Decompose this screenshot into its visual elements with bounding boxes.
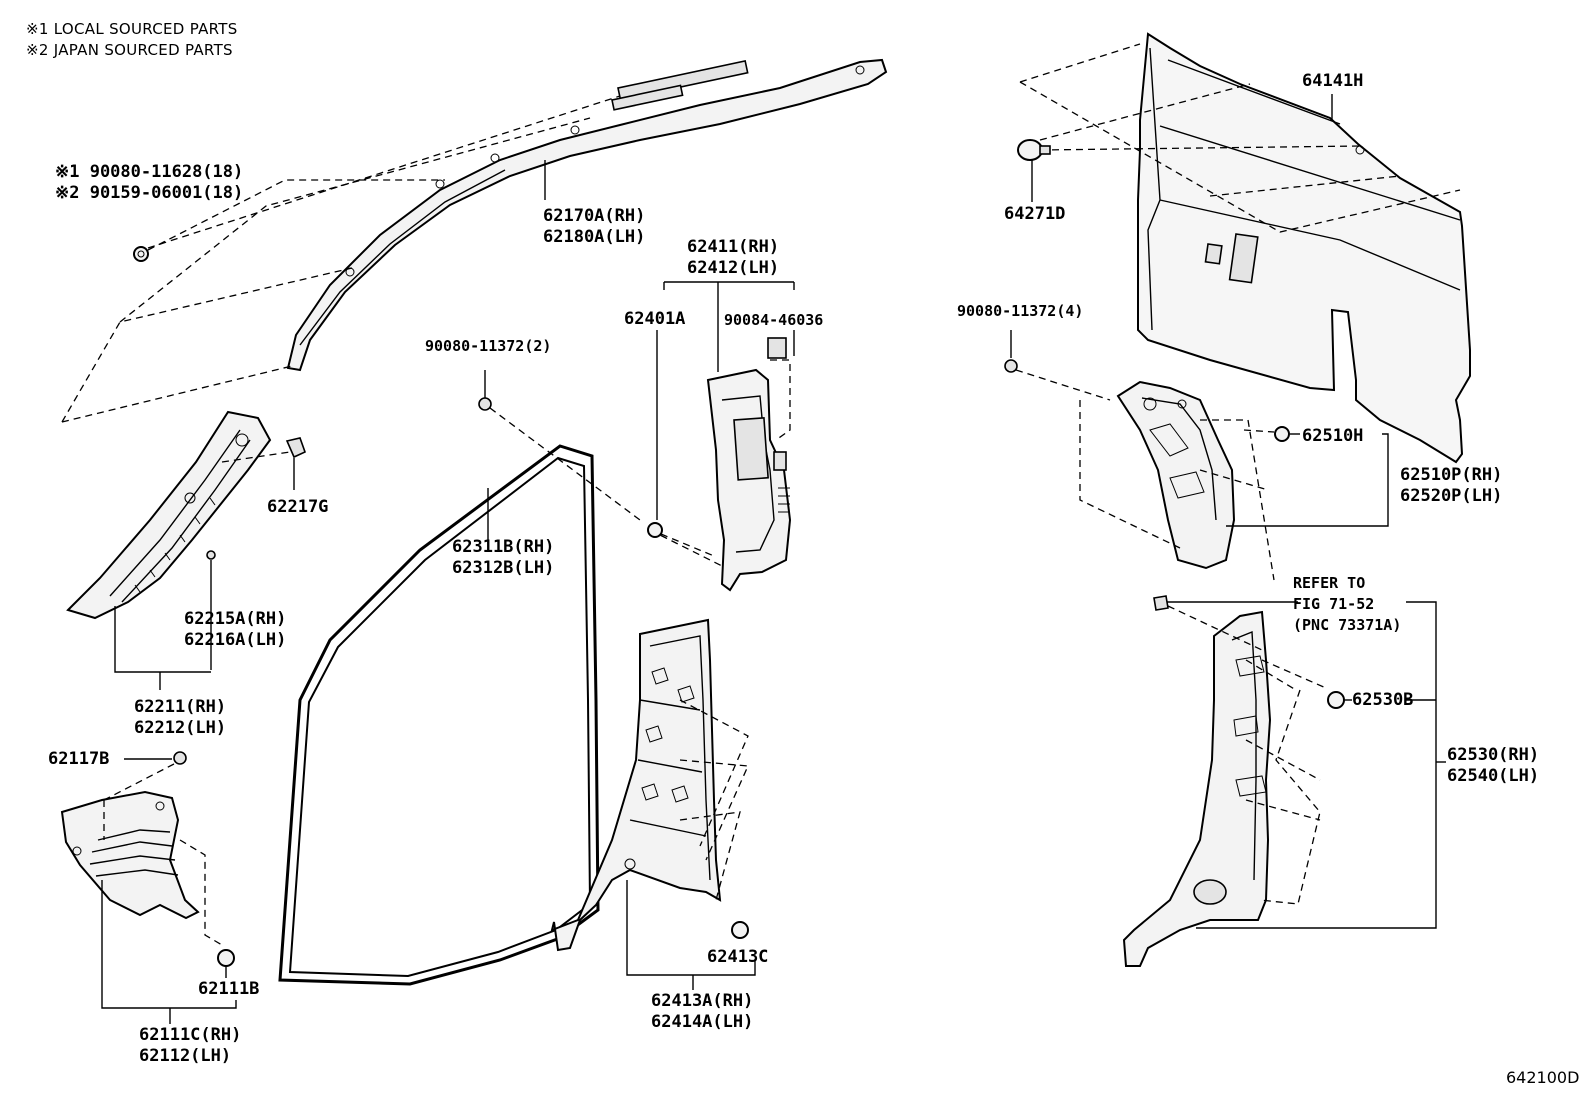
bolt-90080-11628 [133, 246, 149, 262]
note-japan-sourced: ※2 JAPAN SOURCED PARTS [26, 41, 233, 59]
clip-62111B [217, 949, 235, 967]
part-number-62401A: 62401A [624, 309, 686, 329]
figure-code: 642100D [1506, 1068, 1580, 1087]
label-90084-46036[interactable]: 90084-46036 [724, 310, 823, 331]
part-number-62413A: 62413A(RH) [651, 991, 754, 1011]
part-number-62217G: 62217G [267, 497, 329, 517]
part-number-62413C: 62413C [707, 947, 769, 967]
label-64141H[interactable]: 64141H [1302, 71, 1363, 92]
part-number-90084-46036: 90084-46036 [724, 311, 824, 329]
c-pillar-upper-garnish [1116, 380, 1236, 570]
part-number-62215A: 62215A(RH) [184, 609, 287, 629]
label-62211[interactable]: 62211(RH) 62212(LH) [134, 697, 226, 739]
part-number-62412: 62412(LH) [687, 258, 780, 278]
label-64271D[interactable]: 64271D [1004, 204, 1065, 225]
refer-pnc-text: (PNC 73371A) [1293, 616, 1402, 634]
label-62530[interactable]: 62530(RH) 62540(LH) [1447, 745, 1539, 787]
clip-64271D [1017, 139, 1051, 161]
label-62117B[interactable]: 62117B [48, 749, 109, 770]
label-62510P[interactable]: 62510P(RH) 62520P(LH) [1400, 465, 1502, 507]
a-pillar-garnish [66, 410, 272, 620]
refer-fig-text: FIG 71-52 [1293, 595, 1375, 613]
part-number-62540: 62540(LH) [1447, 766, 1540, 786]
part-number-62117B: 62117B [48, 749, 110, 769]
part-number-62311B: 62311B(RH) [452, 537, 555, 557]
part-number-62510H: 62510H [1302, 426, 1364, 446]
clip-62510H [1274, 426, 1290, 442]
label-62111B[interactable]: 62111B [198, 979, 259, 1000]
refer-to-text: REFER TO [1293, 574, 1366, 592]
c-pillar-lower-garnish [1122, 610, 1272, 967]
b-pillar-lower-garnish [550, 618, 722, 952]
label-62411[interactable]: 62411(RH) 62412(LH) [687, 237, 779, 279]
label-62401A[interactable]: 62401A [624, 309, 685, 330]
clip-62413C [731, 921, 749, 939]
part-number-90159-06001: ※2 90159-06001(18) [55, 183, 244, 203]
label-62413C[interactable]: 62413C [707, 947, 768, 968]
part-number-62212: 62212(LH) [134, 718, 227, 738]
part-number-62216A: 62216A(LH) [184, 630, 287, 650]
label-62111C[interactable]: 62111C(RH) 62112(LH) [139, 1025, 241, 1067]
label-refer-fig[interactable]: REFER TO FIG 71-52 (PNC 73371A) [1293, 573, 1401, 636]
part-number-90080-11628: ※1 90080-11628(18) [55, 162, 244, 182]
part-number-62112: 62112(LH) [139, 1046, 232, 1066]
label-62510H[interactable]: 62510H [1302, 426, 1363, 447]
door-weatherstrip [278, 444, 600, 986]
part-number-62414A: 62414A(LH) [651, 1012, 754, 1032]
part-number-62111B: 62111B [198, 979, 260, 999]
label-62530B[interactable]: 62530B [1352, 690, 1413, 711]
label-90080-11372-4[interactable]: 90080-11372(4) [957, 301, 1083, 322]
cowl-side-trim [60, 790, 200, 920]
part-number-64141H: 64141H [1302, 71, 1364, 91]
part-number-62530: 62530(RH) [1447, 745, 1540, 765]
part-number-62211: 62211(RH) [134, 697, 227, 717]
part-number-62180A: 62180A(LH) [543, 227, 646, 247]
rear-trim-panel [1137, 32, 1471, 464]
roof-rail-airbag [286, 58, 888, 372]
clip-62530B [1327, 691, 1345, 709]
part-number-62170A: 62170A(RH) [543, 206, 646, 226]
part-number-90080-11372-4: 90080-11372(4) [957, 302, 1084, 320]
label-62413A[interactable]: 62413A(RH) 62414A(LH) [651, 991, 753, 1033]
part-number-62111C: 62111C(RH) [139, 1025, 242, 1045]
part-number-62510P: 62510P(RH) [1400, 465, 1503, 485]
label-90080-11628[interactable]: ※1 90080-11628(18) ※2 90159-06001(18) [55, 162, 243, 204]
part-number-62312B: 62312B(LH) [452, 558, 555, 578]
part-number-64271D: 64271D [1004, 204, 1066, 224]
label-62311B[interactable]: 62311B(RH) 62312B(LH) [452, 537, 554, 579]
part-number-62530B: 62530B [1352, 690, 1414, 710]
label-62170A[interactable]: 62170A(RH) 62180A(LH) [543, 206, 645, 248]
part-number-62411: 62411(RH) [687, 237, 780, 257]
note-local-sourced: ※1 LOCAL SOURCED PARTS [26, 20, 238, 38]
part-number-90080-11372-2: 90080-11372(2) [425, 337, 552, 355]
label-62215A[interactable]: 62215A(RH) 62216A(LH) [184, 609, 286, 651]
label-90080-11372-2[interactable]: 90080-11372(2) [425, 336, 551, 357]
label-62217G[interactable]: 62217G [267, 497, 328, 518]
part-number-62520P: 62520P(LH) [1400, 486, 1503, 506]
b-pillar-upper-garnish [706, 337, 792, 592]
